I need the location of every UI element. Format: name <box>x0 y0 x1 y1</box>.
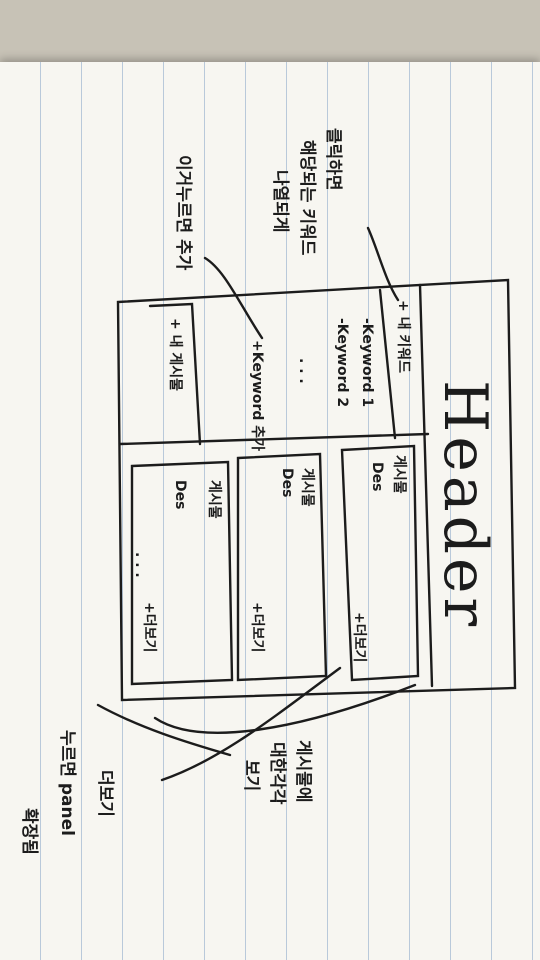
add-my-keyword-button[interactable]: + 내 키워드 <box>395 300 411 373</box>
annotation-line: 대한각각 <box>267 742 287 805</box>
note-connector-2 <box>203 256 264 340</box>
annotation-line: 나열되게 <box>270 170 290 233</box>
card-2-box <box>236 452 328 682</box>
header-title: Header <box>430 380 500 631</box>
annotation-line: 클릭하면 <box>323 128 343 191</box>
card-description: Des <box>172 480 188 510</box>
card-title: 게시물 <box>391 455 407 494</box>
annotation-text: 이거누르면 추가 <box>173 155 193 271</box>
card-more-button[interactable]: +더보기 <box>249 602 265 653</box>
card-title: 게시물 <box>206 480 222 519</box>
card-3-box <box>130 460 234 686</box>
annotation-text: 더보기 <box>95 770 115 817</box>
outer-frame <box>116 278 517 702</box>
card-more-button[interactable]: +더보기 <box>351 612 367 663</box>
card-more-button[interactable]: +더보기 <box>141 602 157 653</box>
note-connector-3 <box>153 683 417 734</box>
annotation-line: 해당되는 키워드 <box>297 140 317 256</box>
keyword-item[interactable]: -Keyword 2 <box>334 318 350 408</box>
add-keyword-button[interactable]: +Keyword 추가 <box>249 340 265 452</box>
more-cards-ellipsis: . . . <box>132 552 148 578</box>
card-description: Des <box>279 468 295 498</box>
note-connector-4 <box>160 666 342 782</box>
annotation-line: 누르면 panel <box>57 730 77 836</box>
note-connector-5 <box>96 703 232 757</box>
annotation-line: 보기 <box>241 760 261 792</box>
keyword-more: . . . <box>296 358 312 384</box>
card-title: 게시물 <box>299 468 315 507</box>
annotation-line: 확장됨 <box>19 808 39 855</box>
keyword-item[interactable]: -Keyword 1 <box>359 318 375 408</box>
card-1-box <box>340 444 420 682</box>
annotation-line: 게시물에 <box>293 740 313 803</box>
notebook-paper <box>0 62 540 960</box>
my-post-button[interactable]: + 내 게시물 <box>167 318 183 391</box>
sidebar-box <box>148 302 202 446</box>
sidebar-divider <box>118 432 430 446</box>
card-description: Des <box>369 462 385 492</box>
note-connector-1 <box>366 226 400 302</box>
keyword-panel <box>378 288 397 440</box>
header-divider <box>418 283 434 688</box>
